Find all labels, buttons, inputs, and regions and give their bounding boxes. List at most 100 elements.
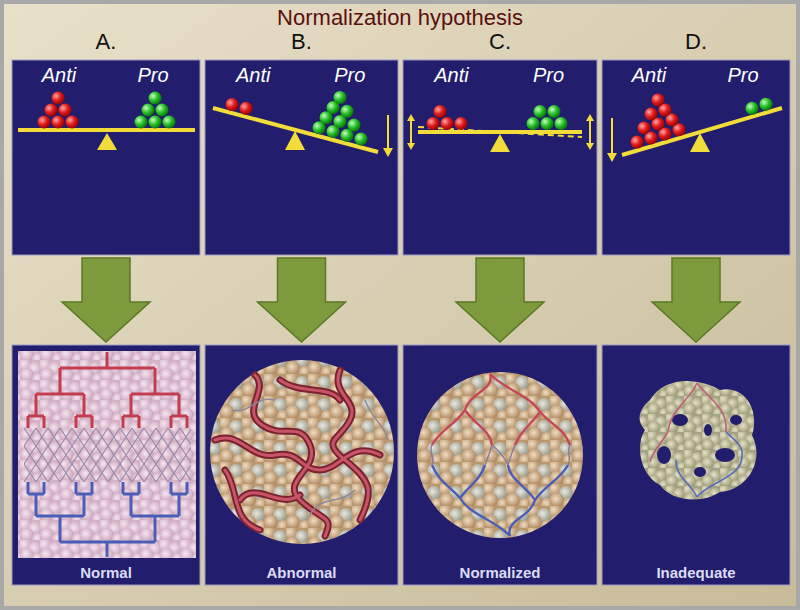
abnormal-vasculature (280, 380, 340, 400)
fulcrum (97, 131, 710, 152)
abnormal-vasculature (280, 380, 340, 400)
abnormal-vasculature (240, 493, 300, 500)
normalized-vasculature (417, 372, 583, 538)
inadequate-vasculature (672, 414, 688, 426)
pro-angiogenic-ball (746, 102, 759, 115)
tilt-arrow (607, 153, 617, 162)
abnormal-vasculature (215, 370, 380, 536)
inadequate-vasculature (715, 448, 735, 462)
panel-background (602, 345, 790, 585)
pro-label: Pro (727, 63, 758, 87)
pro-angiogenic-ball (163, 116, 176, 129)
inadequate-vasculature (704, 424, 712, 436)
anti-label: Anti (632, 63, 666, 87)
pro-angiogenic-ball (135, 91, 773, 146)
tilt-arrow (407, 114, 415, 121)
fulcrum (97, 133, 117, 150)
normalized-vasculature (417, 372, 583, 538)
anti-angiogenic-ball (52, 92, 65, 105)
pro-angiogenic-ball (156, 104, 169, 117)
inadequate-vasculature (640, 381, 757, 499)
fulcrum (490, 134, 510, 152)
anti-angiogenic-ball (631, 136, 644, 149)
balance-beam (18, 128, 195, 132)
anti-angiogenic-ball (455, 117, 468, 130)
vessel-panel: Inadequate (602, 345, 790, 585)
panel-letter: D. (685, 29, 707, 55)
panel-background (12, 60, 200, 255)
pro-label: Pro (137, 63, 168, 87)
panel-letter: C. (489, 29, 511, 55)
abnormal-vasculature (333, 370, 369, 520)
pro-angiogenic-ball (760, 98, 773, 111)
balance-panel: B.AntiPro (205, 60, 398, 255)
anti-angiogenic-ball (52, 116, 65, 129)
balance-beam (622, 108, 782, 155)
panel-letter: A. (96, 29, 117, 55)
anti-angiogenic-ball (427, 117, 440, 130)
pro-angiogenic-ball (548, 105, 561, 118)
anti-angiogenic-ball (38, 92, 686, 149)
block-arrow (456, 258, 544, 342)
tilt-arrow (586, 143, 594, 150)
panel-letter: B. (291, 29, 312, 55)
normal-vasculature (28, 352, 187, 428)
abnormal-vasculature (225, 470, 260, 530)
abnormal-vasculature (210, 360, 394, 544)
pro-angiogenic-ball (149, 116, 162, 129)
abnormal-vasculature (232, 399, 275, 411)
tilt-arrow (383, 114, 617, 162)
fulcrum (285, 131, 305, 150)
panel-background (12, 345, 200, 585)
pro-angiogenic-ball (555, 117, 568, 130)
inadequate-vasculature (694, 467, 706, 477)
tilt-arrow (410, 118, 412, 146)
anti-angiogenic-ball (38, 116, 51, 129)
inadequate-vasculature (676, 432, 742, 497)
tilt-arrow (611, 118, 613, 155)
pro-angiogenic-ball (527, 117, 540, 130)
anti-angiogenic-ball (434, 105, 447, 118)
inadequate-vasculature (650, 383, 726, 462)
anti-angiogenic-ball (638, 122, 651, 135)
panel-background (205, 345, 398, 585)
abnormal-vasculature (310, 490, 355, 515)
normal-vasculature (28, 482, 187, 557)
balance-panel: C.AntiPro (403, 60, 597, 255)
abnormal-vasculature (225, 470, 260, 530)
anti-angiogenic-ball (226, 98, 239, 111)
vessel-state-label: Normal (80, 563, 132, 582)
inadequate-vasculature (640, 381, 757, 499)
normalized-vasculature (431, 445, 570, 465)
normalized-vasculature (432, 374, 570, 445)
block-arrow (258, 258, 346, 342)
diagram-title: Normalization hypothesis (0, 4, 800, 32)
pro-angiogenic-ball (348, 119, 361, 132)
abnormal-vasculature (365, 400, 388, 440)
pro-label: Pro (533, 63, 564, 87)
abnormal-vasculature (333, 370, 369, 520)
vessel-panel: Normal (12, 345, 200, 585)
anti-angiogenic-ball (59, 104, 72, 117)
normal-vasculature (18, 351, 196, 558)
tilt-arrow (586, 114, 594, 121)
anti-angiogenic-ball (441, 117, 454, 130)
pro-angiogenic-ball (142, 104, 155, 117)
panel-background (602, 60, 790, 255)
pro-angiogenic-ball (541, 117, 554, 130)
vessel-state-label: Normalized (460, 563, 541, 582)
abnormal-vasculature (240, 493, 300, 500)
block-arrow (62, 258, 150, 342)
inadequate-vasculature (657, 446, 671, 464)
balance-beam (213, 108, 378, 152)
abnormal-vasculature (210, 360, 394, 544)
pro-angiogenic-ball (149, 92, 162, 105)
block-arrow (652, 258, 740, 342)
anti-angiogenic-ball (240, 102, 253, 115)
abnormal-vasculature (232, 399, 388, 515)
balance-panel: D.AntiPro (602, 60, 790, 255)
tilt-arrow (407, 143, 415, 150)
